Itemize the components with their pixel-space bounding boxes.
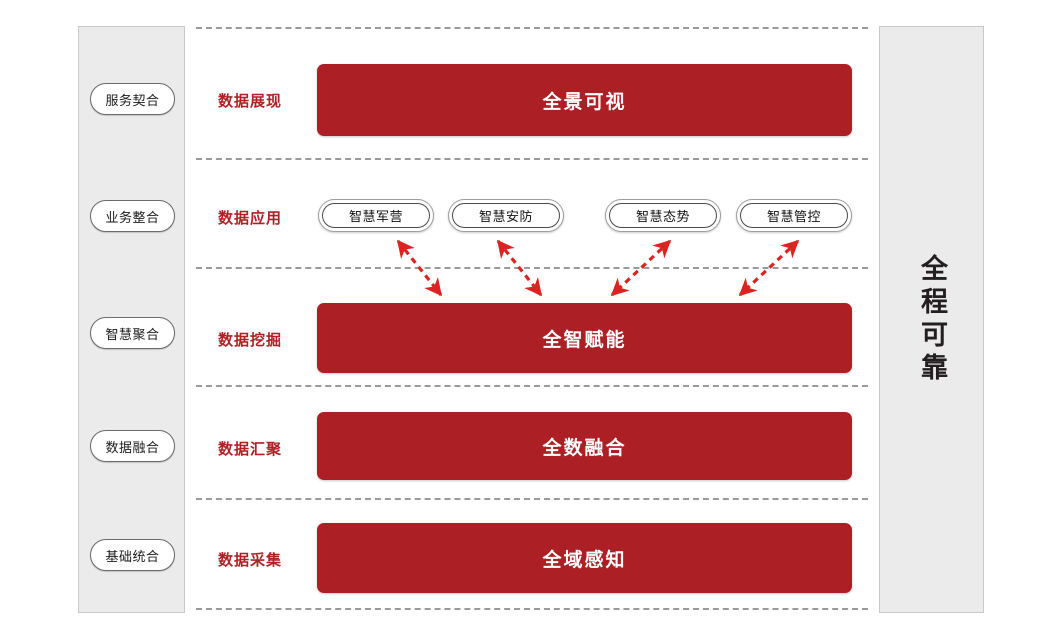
vertical-headline: 全程可靠 [880, 27, 983, 612]
stage-chip-label: 业务整合 [105, 209, 160, 225]
row-separator-bottom [196, 608, 868, 610]
application-pill-label: 智慧态势 [635, 209, 690, 224]
stage-chip-label: 基础统合 [105, 548, 160, 564]
row-label-aggregation: 数据汇聚 [218, 441, 283, 458]
stage-chip-service-fit[interactable]: 服务契合 [90, 83, 175, 115]
row-label-collection: 数据采集 [218, 552, 283, 569]
row-separator-presentation [196, 158, 868, 160]
row-label-mining: 数据挖掘 [218, 332, 283, 349]
capability-bar-full-data-fusion[interactable]: 全数融合 [317, 412, 852, 480]
stage-chip-infrastructure-unification[interactable]: 基础统合 [90, 539, 175, 571]
capability-bar-intelligent-enablement[interactable]: 全智赋能 [317, 303, 852, 373]
capability-bar-full-domain-sensing[interactable]: 全域感知 [317, 523, 852, 593]
stage-chip-intelligence-convergence[interactable]: 智慧聚合 [90, 317, 175, 349]
application-pill-label: 智慧军营 [348, 209, 403, 224]
application-pill-inner: 智慧军营 [322, 203, 430, 228]
stage-chip-label: 服务契合 [105, 92, 160, 108]
application-pill-smart-barracks[interactable]: 智慧军营 [318, 199, 434, 232]
capability-bar-panorama-visibility[interactable]: 全景可视 [317, 64, 852, 136]
application-pill-smart-control[interactable]: 智慧管控 [736, 199, 852, 232]
application-pill-inner: 智慧管控 [740, 203, 848, 228]
stage-chip-label: 数据融合 [105, 439, 160, 455]
capability-bar-label: 全智赋能 [542, 329, 627, 351]
capability-bar-label: 全景可视 [542, 91, 627, 113]
row-label-application: 数据应用 [218, 210, 283, 227]
capability-bar-label: 全数融合 [542, 437, 627, 459]
application-pill-inner: 智慧安防 [452, 203, 560, 228]
application-pill-inner: 智慧态势 [609, 203, 717, 228]
vertical-headline-text: 全程可靠 [917, 253, 947, 386]
application-pill-label: 智慧管控 [766, 209, 821, 224]
stage-chip-label: 智慧聚合 [105, 326, 160, 342]
capability-bar-label: 全域感知 [542, 549, 627, 571]
row-label-presentation: 数据展现 [218, 93, 283, 110]
row-separator-aggregation [196, 498, 868, 500]
application-pill-label: 智慧安防 [478, 209, 533, 224]
row-separator-top [196, 27, 868, 29]
reliability-panel: 全程可靠 [879, 26, 984, 613]
stage-chip-business-integration[interactable]: 业务整合 [90, 200, 175, 232]
application-pill-smart-security[interactable]: 智慧安防 [448, 199, 564, 232]
stage-chip-data-fusion[interactable]: 数据融合 [90, 430, 175, 462]
row-separator-application [196, 267, 868, 269]
application-pill-smart-situation[interactable]: 智慧态势 [605, 199, 721, 232]
integration-stage-panel: 服务契合 业务整合 智慧聚合 数据融合 基础统合 [78, 26, 185, 613]
row-separator-mining [196, 385, 868, 387]
